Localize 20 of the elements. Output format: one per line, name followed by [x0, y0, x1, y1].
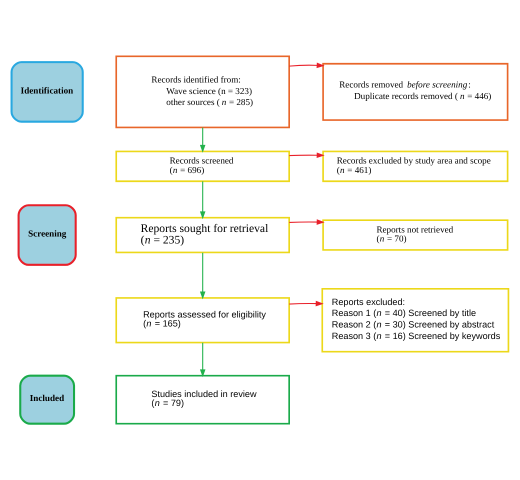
arrow — [289, 300, 324, 306]
arrow — [289, 219, 325, 225]
arrow — [289, 62, 325, 68]
node-box: Screening — [18, 204, 77, 266]
node-box: Records identified from: Wave science (n = 323) other sources (n = 285) — [115, 55, 290, 128]
node-box: Studies included in review (n = 79) — [115, 374, 290, 425]
arrow — [200, 181, 206, 220]
node-box: Records screened (n = 696) — [115, 150, 290, 182]
node-box: Records excluded by study area and scope (n = 461) — [322, 150, 508, 182]
node-box: Reports excluded: Reason 1 (n = 40) Screened by title Reason 2 (n = 30) Screened by abstract Reason 3 (n = 16) Screened by keywords — [321, 288, 510, 353]
node-box: Reports assessed for eligibility (n = 165) — [115, 297, 290, 344]
arrow — [200, 128, 206, 153]
node-box: Reports sought for retrieval (n = 235) — [115, 216, 290, 254]
node-box: Identification — [10, 61, 84, 123]
arrow — [200, 252, 206, 300]
node-box: Included — [19, 374, 76, 425]
arrow — [289, 152, 325, 158]
arrow — [200, 342, 206, 378]
node-box: Records removed before screening: Duplicate records removed (n = 446) — [322, 62, 508, 121]
node-box: Reports not retrieved (n = 70) — [322, 219, 508, 251]
